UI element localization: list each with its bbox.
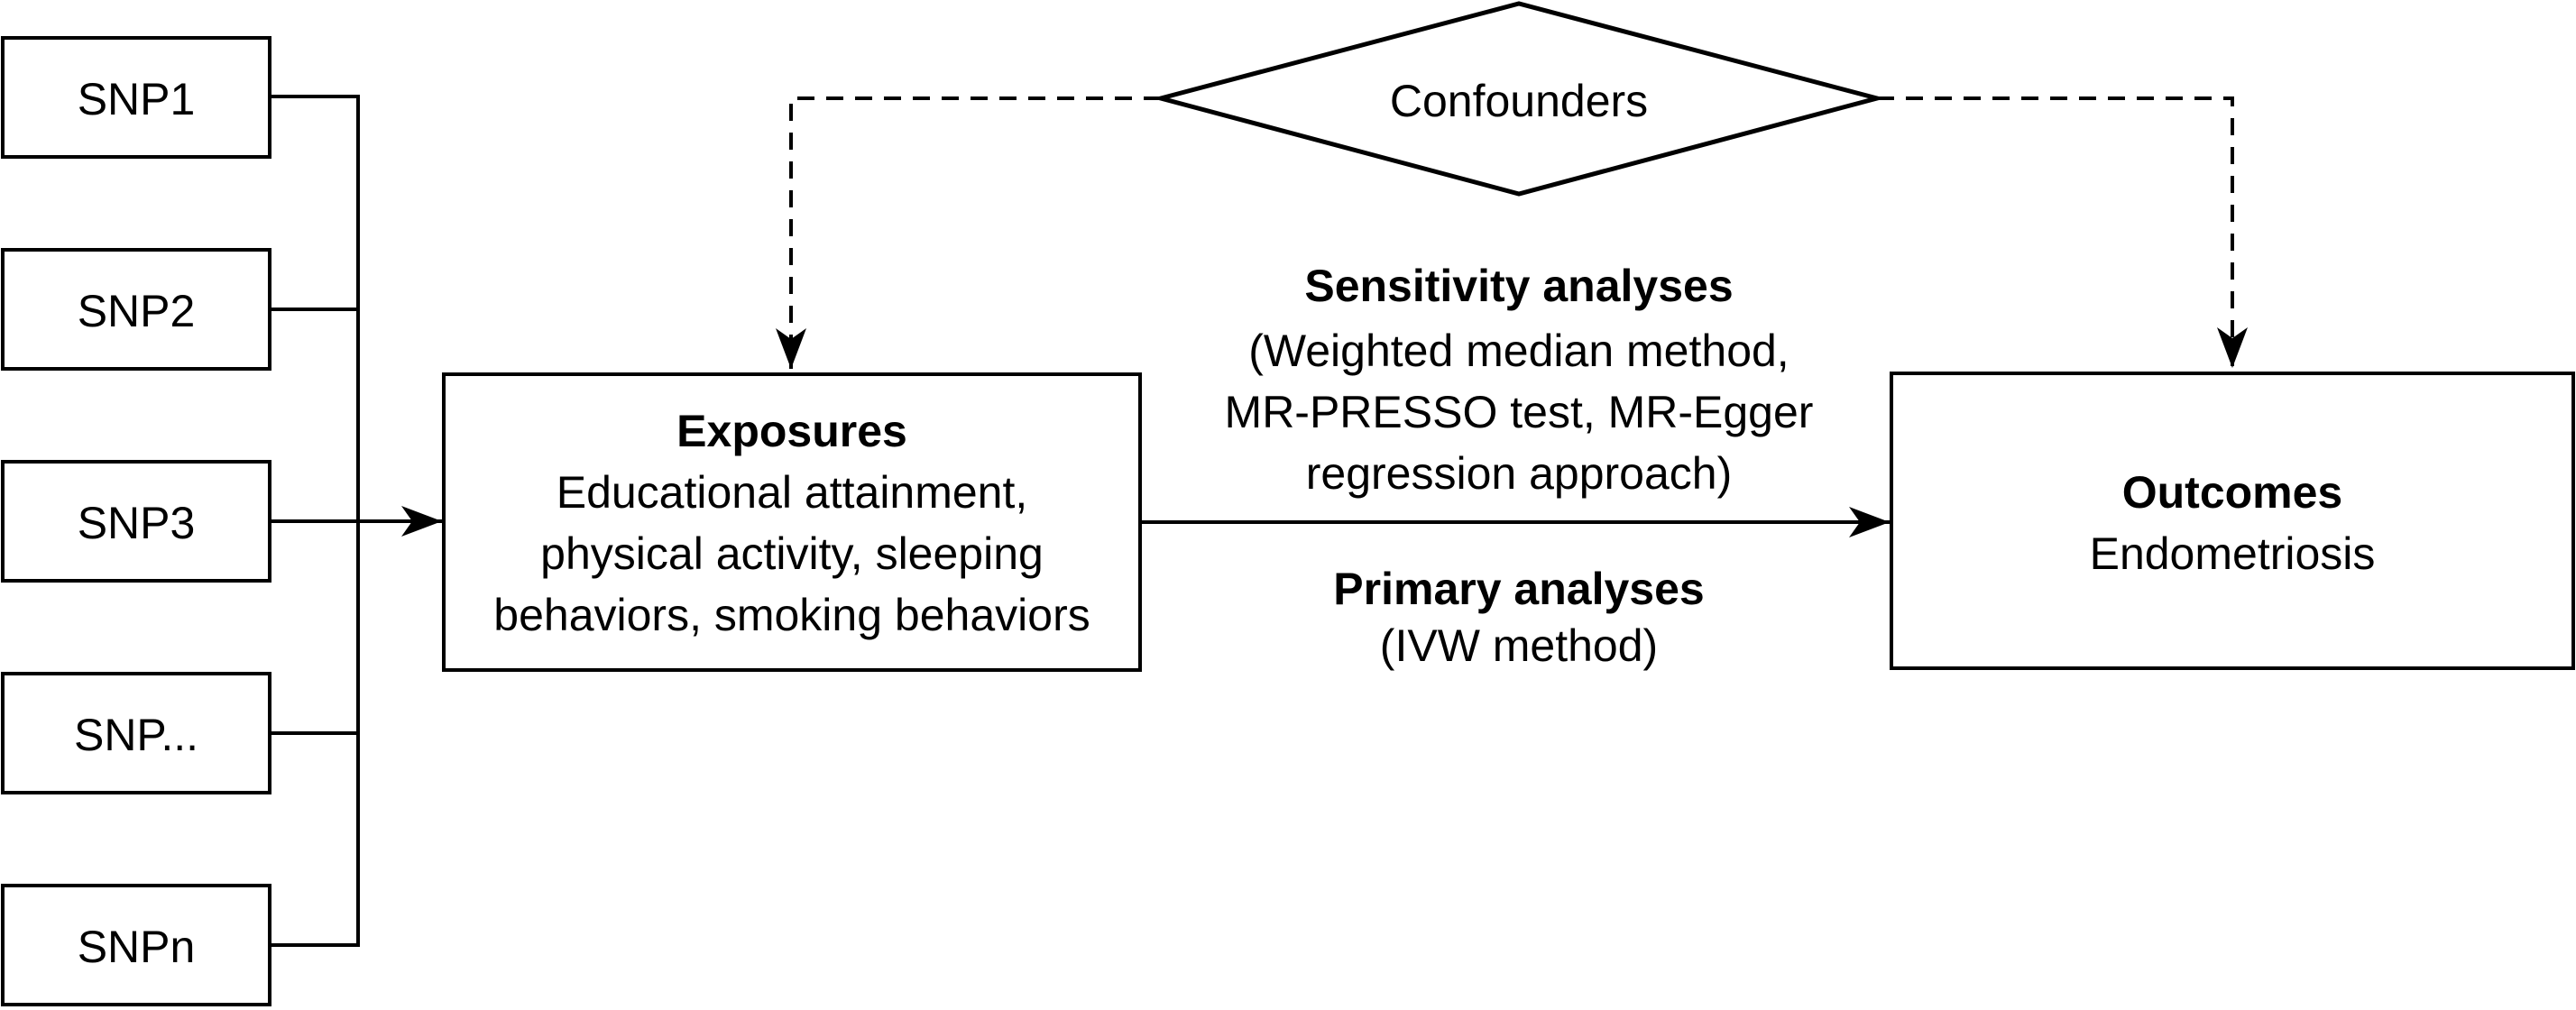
exposures-line-2: physical activity, sleeping bbox=[540, 528, 1044, 579]
sensitivity-analyses-line-2: MR-PRESSO test, MR-Egger bbox=[1225, 387, 1814, 437]
outcomes-title: Outcomes bbox=[2122, 467, 2343, 518]
snp3-label: SNP3 bbox=[78, 498, 196, 548]
outcomes-group: Outcomes Endometriosis bbox=[1890, 372, 2575, 670]
snp4-ellipsis-label: SNP... bbox=[74, 710, 198, 760]
exposures-group: Exposures Educational attainment, physic… bbox=[442, 372, 1142, 672]
confounders-group: Confounders bbox=[1152, 1, 1886, 197]
outcomes-box bbox=[1890, 372, 2575, 670]
exposures-box bbox=[442, 372, 1142, 672]
confounders-label: Confounders bbox=[1390, 76, 1648, 126]
sensitivity-analyses-line-3: regression approach) bbox=[1306, 448, 1733, 499]
exposures-title: Exposures bbox=[676, 406, 907, 456]
snp1-box bbox=[1, 36, 271, 159]
snpn-label: SNPn bbox=[78, 922, 196, 972]
snp2-box bbox=[1, 248, 271, 371]
snp1-label: SNP1 bbox=[78, 74, 196, 124]
snp2-label: SNP2 bbox=[78, 286, 196, 336]
sensitivity-analyses-line-1: (Weighted median method, bbox=[1248, 326, 1789, 376]
confounders-to-exposures-dashed-arrow bbox=[776, 96, 1161, 369]
primary-analyses-line: (IVW method) bbox=[1380, 620, 1658, 671]
snp-connector-group bbox=[270, 95, 442, 947]
analyses-annotation-group: Sensitivity analyses (Weighted median me… bbox=[1225, 261, 1814, 671]
primary-analyses-title: Primary analyses bbox=[1333, 564, 1704, 614]
snp3-box bbox=[1, 460, 271, 583]
snpn-box bbox=[1, 884, 271, 1006]
sensitivity-analyses-title: Sensitivity analyses bbox=[1304, 261, 1733, 311]
snp-box-group: SNP1 SNP2 SNP3 SNP... SNPn bbox=[1, 36, 271, 1006]
outcomes-subtitle: Endometriosis bbox=[2090, 528, 2376, 579]
confounders-to-outcomes-dashed-arrow bbox=[1877, 96, 2248, 368]
exposures-line-3: behaviors, smoking behaviors bbox=[493, 590, 1090, 640]
exposures-line-1: Educational attainment, bbox=[557, 467, 1028, 518]
confounder-edges-group bbox=[776, 96, 2248, 369]
